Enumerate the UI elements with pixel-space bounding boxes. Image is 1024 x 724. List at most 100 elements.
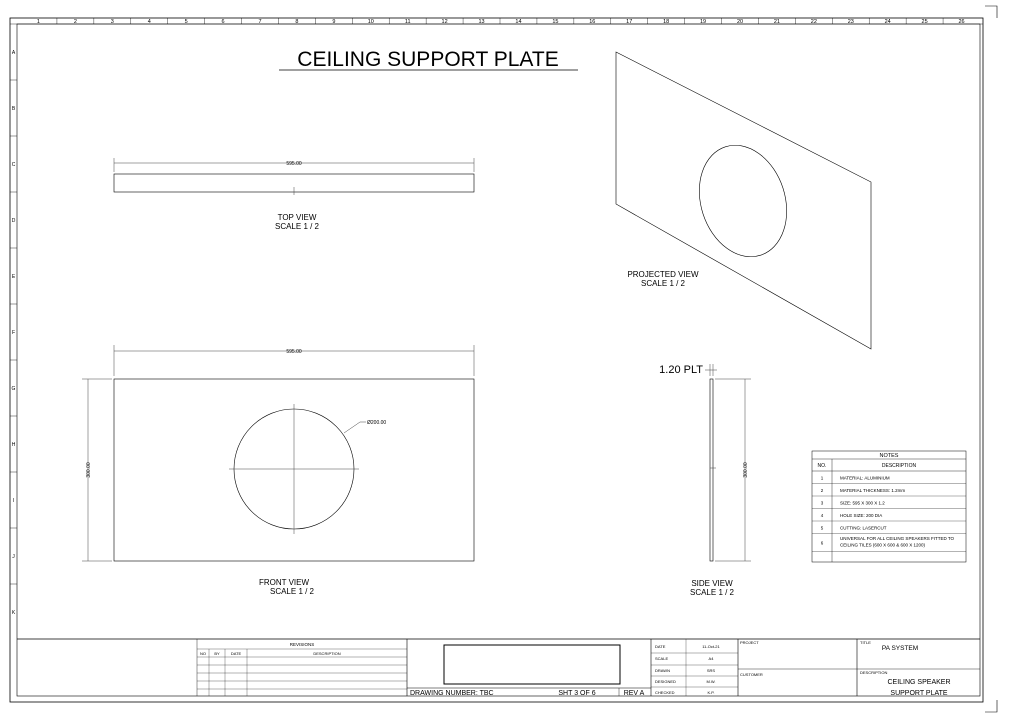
scale-label: SCALE	[655, 656, 668, 661]
note-description: MATERIAL: ALUMINIUM	[840, 475, 890, 480]
column-marker-3: 3	[111, 19, 114, 25]
column-marker-16: 16	[589, 19, 595, 25]
checked-value: K.P.	[707, 690, 714, 695]
note-number: 3	[821, 500, 824, 505]
note-number: 6	[821, 541, 824, 546]
side-view-plate-outline	[709, 378, 714, 562]
row-marker-I: I	[13, 498, 14, 504]
projected-view: PROJECTED VIEW SCALE 1 / 2	[615, 51, 872, 350]
note-description: HOLE SIZE: 200 DIA	[840, 513, 882, 518]
row-marker-B: B	[12, 106, 16, 112]
row-marker-E: E	[12, 274, 16, 280]
side-view-label: SIDE VIEW	[691, 579, 733, 588]
customer-label: CUSTOMER	[740, 672, 763, 677]
column-marker-24: 24	[885, 19, 891, 25]
note-number: 4	[821, 513, 824, 518]
column-marker-20: 20	[737, 19, 743, 25]
projected-view-plate-outline	[615, 51, 872, 350]
inner-frame	[16, 23, 981, 697]
column-marker-19: 19	[700, 19, 706, 25]
column-marker-10: 10	[368, 19, 374, 25]
side-view-height-dimension: 300.00	[743, 462, 749, 478]
notes-table: NOTES NO. DESCRIPTION 1 MATERIAL: ALUMINI…	[811, 450, 967, 563]
front-view: 595.00 300.00 Ø200.00 FRONT VIEW SCALE 1…	[82, 345, 475, 596]
column-marker-26: 26	[958, 19, 964, 25]
column-marker-12: 12	[442, 19, 448, 25]
designed-value: M.W.	[706, 679, 715, 684]
notes-title: NOTES	[880, 453, 899, 459]
title-label: TITLE	[860, 640, 871, 645]
note-description: UNIVERSAL FOR ALL CEILING SPEAKERS FITTE…	[840, 536, 955, 541]
row-marker-D: D	[12, 218, 16, 224]
column-marker-6: 6	[222, 19, 225, 25]
front-view-label: FRONT VIEW	[259, 578, 310, 587]
drawing-number: DRAWING NUMBER: TBC	[410, 690, 494, 697]
column-marker-2: 2	[74, 19, 77, 25]
outer-frame	[9, 17, 984, 703]
row-marker-J: J	[12, 554, 15, 560]
note-number: 5	[821, 525, 824, 530]
notes-col-no: NO.	[818, 463, 827, 469]
note-description: CUTTING: LASERCUT	[840, 525, 887, 530]
drawn-value: SRS	[707, 668, 716, 673]
side-view: 300.00 1.20 PLT SIDE VIEW SCALE 1 / 2	[659, 364, 751, 597]
front-view-scale: SCALE 1 / 2	[270, 587, 315, 596]
date-label: DATE	[655, 644, 666, 649]
revisions-rows	[197, 664, 407, 690]
projected-view-scale: SCALE 1 / 2	[641, 279, 686, 288]
column-marker-8: 8	[295, 19, 298, 25]
note-description: CEILING TILES (600 X 600 & 600 X 1200)	[840, 543, 925, 548]
note-description: MATERIAL THICKNESS: 1.2mm	[840, 488, 905, 493]
crop-mark-top-right	[985, 5, 998, 18]
top-view-label: TOP VIEW	[278, 213, 317, 222]
revision-label: REV A	[624, 690, 645, 697]
crop-mark-bottom-right	[985, 700, 998, 713]
front-view-hole-dimension: Ø200.00	[367, 420, 386, 426]
column-marker-18: 18	[663, 19, 669, 25]
column-marker-9: 9	[332, 19, 335, 25]
row-marker-F: F	[12, 330, 15, 336]
note-number: 1	[821, 475, 824, 480]
column-marker-22: 22	[811, 19, 817, 25]
side-view-thickness-label: 1.20 PLT	[659, 364, 703, 376]
title-block: REVISIONS NO BY DATE DESCRIPTION DRAWING…	[17, 638, 980, 697]
front-view-hole-leader	[343, 421, 366, 434]
scale-value: A4	[709, 656, 715, 661]
drawing-title: CEILING SUPPORT PLATE	[297, 48, 558, 71]
column-marker-25: 25	[922, 19, 928, 25]
column-marker-4: 4	[148, 19, 151, 25]
projected-view-hole	[699, 144, 787, 258]
logo-box	[443, 644, 621, 685]
checked-label: CHECKED	[655, 690, 675, 695]
column-marker-13: 13	[478, 19, 484, 25]
column-marker-23: 23	[848, 19, 854, 25]
column-marker-1: 1	[37, 19, 40, 25]
title-value: PA SYSTEM	[882, 645, 918, 652]
designed-label: DESIGNED	[655, 679, 676, 684]
column-marker-5: 5	[185, 19, 188, 25]
row-marker-G: G	[12, 386, 16, 392]
drawn-label: DRAWN	[655, 668, 670, 673]
revisions-title: REVISIONS	[290, 642, 315, 647]
side-view-scale: SCALE 1 / 2	[690, 588, 735, 597]
revisions-col-date: DATE	[231, 651, 242, 656]
description-line-1: CEILING SPEAKER	[887, 679, 950, 686]
top-view-scale: SCALE 1 / 2	[275, 222, 320, 231]
top-view-width-dimension: 595.00	[286, 161, 302, 167]
row-marker-C: C	[12, 162, 16, 168]
column-marker-14: 14	[515, 19, 521, 25]
revisions-col-no: NO	[200, 651, 206, 656]
row-marker-H: H	[12, 442, 16, 448]
revisions-col-description: DESCRIPTION	[313, 651, 340, 656]
projected-view-label: PROJECTED VIEW	[627, 270, 699, 279]
date-value: 11-Oct-21	[702, 644, 720, 649]
column-marker-7: 7	[258, 19, 261, 25]
column-marker-15: 15	[552, 19, 558, 25]
notes-col-description: DESCRIPTION	[882, 463, 917, 469]
revisions-col-by: BY	[214, 651, 220, 656]
row-marker-A: A	[12, 50, 16, 56]
